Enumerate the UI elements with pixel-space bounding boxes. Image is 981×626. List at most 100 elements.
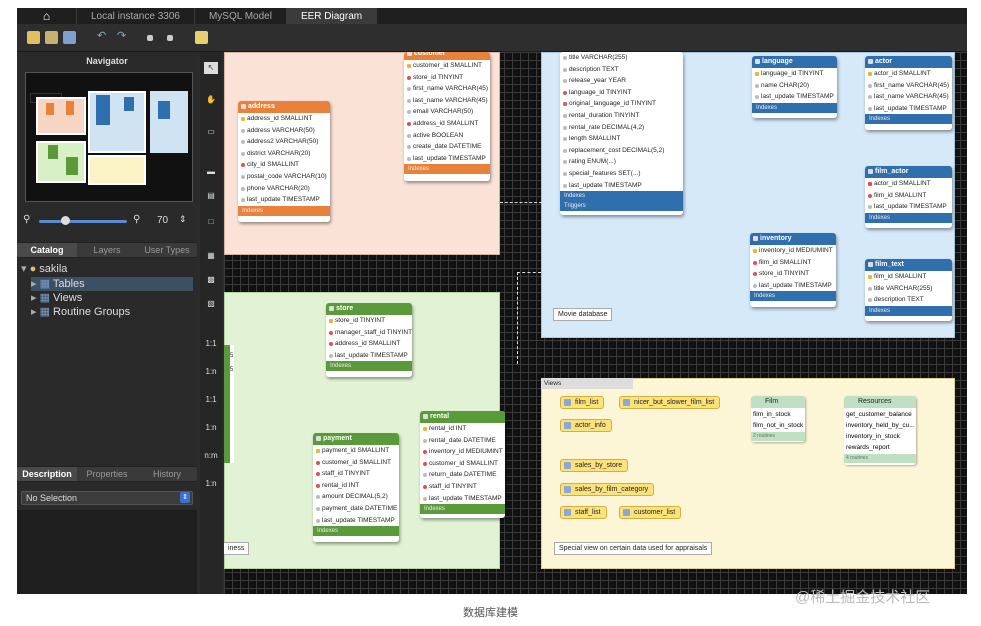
table-column[interactable]: actor_id SMALLINT bbox=[865, 68, 952, 80]
navigator-preview[interactable] bbox=[25, 72, 193, 202]
table-column[interactable]: payment_id SMALLINT bbox=[313, 445, 399, 457]
hand-icon[interactable]: ✋ bbox=[206, 95, 216, 104]
appraisals-note[interactable]: Special view on certain data used for ap… bbox=[554, 542, 713, 555]
description-area[interactable] bbox=[17, 510, 197, 594]
view-sales-by-store[interactable]: sales_by_store bbox=[560, 459, 629, 472]
routine-item[interactable]: inventory_in_stock bbox=[846, 433, 900, 440]
table-column[interactable]: description TEXT bbox=[560, 64, 683, 76]
table-triggers[interactable]: Triggers bbox=[560, 201, 683, 212]
table-column[interactable]: manager_staff_id TINYINT bbox=[326, 327, 412, 339]
table-indexes[interactable]: Indexes bbox=[752, 102, 837, 113]
tab-eer-diagram[interactable]: EER Diagram bbox=[286, 8, 378, 24]
table-column[interactable]: store_id TINYINT bbox=[326, 315, 412, 327]
tab-user-types[interactable]: User Types bbox=[144, 245, 190, 255]
table-column[interactable]: inventory_id MEDIUMINT bbox=[750, 245, 836, 257]
routine-tool-icon[interactable]: ▧ bbox=[207, 299, 215, 308]
table-indexes[interactable]: Indexes bbox=[750, 291, 836, 302]
table-column[interactable]: film_id SMALLINT bbox=[750, 257, 836, 269]
rel-1-n-icon[interactable]: 1:n bbox=[205, 367, 217, 376]
undo-icon[interactable]: ↶ bbox=[97, 30, 107, 42]
table-column[interactable]: last_update TIMESTAMP bbox=[865, 201, 952, 213]
zoom-slider-handle[interactable] bbox=[61, 216, 70, 225]
zoom-out-icon[interactable]: ⚲ bbox=[23, 214, 31, 225]
table-column[interactable]: description TEXT bbox=[865, 294, 952, 306]
table-column[interactable]: last_update TIMESTAMP bbox=[238, 194, 330, 206]
eraser-icon[interactable]: ▭ bbox=[207, 127, 215, 136]
tree-item-sakila[interactable]: ▾ ● sakila bbox=[21, 263, 68, 275]
table-column[interactable]: address_id SMALLINT bbox=[326, 338, 412, 350]
table-column[interactable]: last_update TIMESTAMP bbox=[326, 350, 412, 362]
table-column[interactable]: customer_id SMALLINT bbox=[404, 60, 490, 72]
table-column[interactable]: special_features SET(...) bbox=[560, 168, 683, 180]
table-column[interactable]: language_id TINYINT bbox=[752, 68, 837, 80]
layer-icon[interactable]: ▬ bbox=[207, 167, 215, 176]
view-staff-list[interactable]: staff_list bbox=[560, 506, 607, 519]
view-film-list[interactable]: film_list bbox=[560, 396, 605, 409]
tab-local-instance[interactable]: Local instance 3306 bbox=[77, 8, 195, 24]
table-column[interactable]: length SMALLINT bbox=[560, 133, 683, 145]
open-icon[interactable] bbox=[45, 31, 58, 44]
table-column[interactable]: address2 VARCHAR(50) bbox=[238, 136, 330, 148]
table-indexes[interactable]: Indexes bbox=[865, 212, 952, 223]
table-indexes[interactable]: Indexes bbox=[865, 305, 952, 316]
tree-item-routine-groups[interactable]: ▸ ▦ Routine Groups bbox=[31, 306, 131, 318]
tab-catalog[interactable]: Catalog bbox=[17, 243, 77, 257]
tab-description[interactable]: Description bbox=[17, 467, 77, 481]
table-column[interactable]: language_id TINYINT bbox=[560, 87, 683, 99]
rel-1-n-id-icon[interactable]: 1:n bbox=[205, 423, 217, 432]
tab-layers[interactable]: Layers bbox=[93, 245, 121, 255]
table-column[interactable]: last_name VARCHAR(45) bbox=[404, 95, 490, 107]
align-icon[interactable] bbox=[167, 35, 173, 41]
table-column[interactable]: inventory_id MEDIUMINT bbox=[420, 446, 505, 458]
rel-1-1-icon[interactable]: 1:1 bbox=[205, 339, 217, 348]
view-customer-list[interactable]: customer_list bbox=[619, 506, 682, 519]
table-column[interactable]: staff_id TINYINT bbox=[420, 481, 505, 493]
toggle-grid-icon[interactable] bbox=[147, 35, 153, 41]
table-column[interactable]: phone VARCHAR(20) bbox=[238, 183, 330, 195]
table-indexes[interactable]: Indexes bbox=[238, 205, 330, 216]
movie-database-note[interactable]: Movie database bbox=[553, 308, 613, 321]
table-column[interactable]: first_name VARCHAR(45) bbox=[865, 80, 952, 92]
business-note[interactable]: iness bbox=[224, 542, 250, 555]
table-column[interactable]: district VARCHAR(20) bbox=[238, 148, 330, 160]
table-column[interactable]: city_id SMALLINT bbox=[238, 159, 330, 171]
rel-n-m-icon[interactable]: n:m bbox=[204, 451, 218, 460]
table-column[interactable]: customer_id SMALLINT bbox=[313, 457, 399, 469]
table-column[interactable]: rental_rate DECIMAL(4,2) bbox=[560, 122, 683, 134]
tab-mysql-model[interactable]: MySQL Model bbox=[195, 8, 287, 24]
table-indexes[interactable]: Indexes bbox=[420, 504, 505, 515]
table-column[interactable]: last_update TIMESTAMP bbox=[752, 91, 837, 103]
table-column[interactable]: last_update TIMESTAMP bbox=[404, 153, 490, 165]
routine-group-resources[interactable]: Resources get_customer_balance inventory… bbox=[844, 396, 916, 465]
table-tool-icon[interactable]: ▦ bbox=[207, 251, 215, 260]
routine-item[interactable]: film_not_in_stock bbox=[753, 422, 804, 429]
table-column[interactable]: film_id SMALLINT bbox=[865, 190, 952, 202]
table-column[interactable]: original_language_id TINYINT bbox=[560, 98, 683, 110]
table-column[interactable]: name CHAR(20) bbox=[752, 80, 837, 92]
table-indexes[interactable]: Indexes bbox=[865, 114, 952, 125]
table-column[interactable]: postal_code VARCHAR(10) bbox=[238, 171, 330, 183]
rel-1-n-existing-icon[interactable]: 1:n bbox=[205, 479, 217, 488]
new-icon[interactable] bbox=[27, 31, 40, 44]
zoom-in-icon[interactable]: ⚲ bbox=[133, 214, 141, 225]
table-column[interactable]: create_date DATETIME bbox=[404, 141, 490, 153]
table-column[interactable]: active BOOLEAN bbox=[404, 130, 490, 142]
table-column[interactable]: return_date DATETIME bbox=[420, 469, 505, 481]
zoom-stepper[interactable]: ⇕ bbox=[179, 214, 187, 224]
routine-item[interactable]: rewards_report bbox=[846, 444, 890, 451]
table-column[interactable]: address_id SMALLINT bbox=[404, 118, 490, 130]
table-column[interactable]: payment_date DATETIME bbox=[313, 503, 399, 515]
sidebar-toggle-icon[interactable] bbox=[195, 31, 208, 44]
staff-table-partial[interactable]: 5 5 bbox=[224, 345, 234, 463]
save-icon[interactable] bbox=[63, 31, 76, 44]
table-column[interactable]: first_name VARCHAR(45) bbox=[404, 83, 490, 95]
